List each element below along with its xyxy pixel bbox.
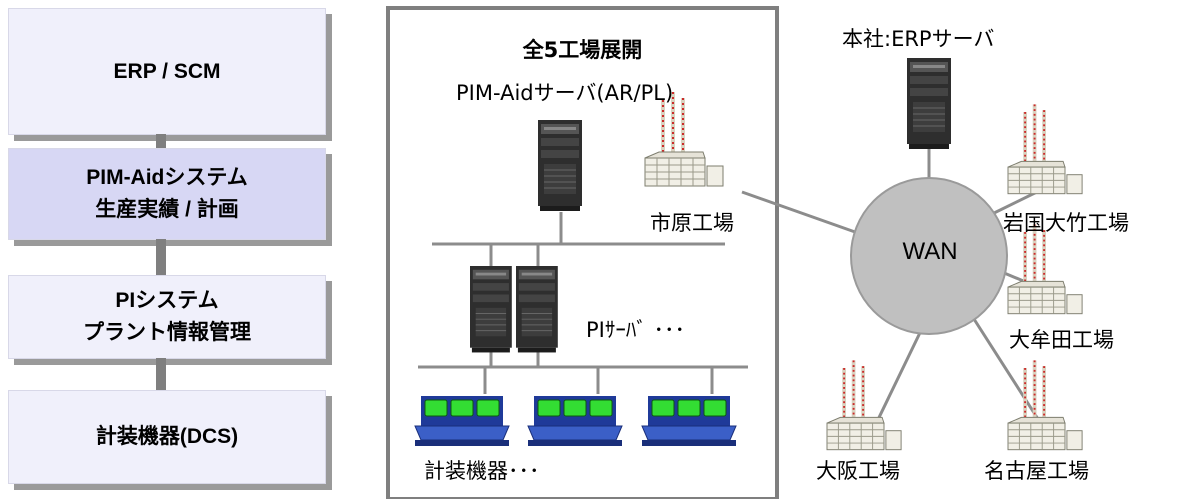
site-frame	[386, 6, 779, 499]
stack-box-dcs-line1: 計装機器(DCS)	[95, 425, 239, 448]
dcs-console-icon	[527, 395, 623, 447]
factory-label-omuta: 大牟田工場	[1009, 328, 1114, 352]
stack-box-pi-line2: プラント情報管理	[83, 321, 251, 344]
stack-connector-1	[156, 134, 166, 148]
factory-label-osaka: 大阪工場	[816, 459, 900, 483]
stack-box-pi: PIシステム プラント情報管理	[8, 275, 326, 359]
factory-icon-iwakuni	[1007, 103, 1084, 195]
pim-aid-server-icon	[537, 119, 583, 212]
stack-connector-2	[156, 239, 166, 275]
instruments-label: 計装機器･･･	[424, 459, 540, 483]
dcs-console-icon	[414, 395, 510, 447]
hq-erp-server-icon	[906, 57, 952, 150]
hq-erp-label: 本社:ERPサーバ	[842, 27, 995, 51]
factory-label-ichihara: 市原工場	[650, 211, 734, 235]
site-title: 全5工場展開	[522, 38, 643, 62]
factory-label-iwakuni: 岩国大竹工場	[1003, 211, 1129, 235]
factory-icon-nagoya	[1007, 359, 1084, 451]
stack-box-pim-aid-line1: PIM-Aidシステム	[86, 166, 248, 189]
stack-connector-3	[156, 358, 166, 390]
pi-server-icon	[515, 265, 559, 353]
pi-server-label: PIｻｰﾊﾞ ･･･	[586, 318, 686, 342]
stack-box-dcs: 計装機器(DCS)	[8, 390, 326, 484]
wan-cloud	[850, 177, 1008, 335]
dcs-console-icon	[641, 395, 737, 447]
stack-box-erp-line1: ERP / SCM	[113, 59, 221, 83]
stack-box-erp: ERP / SCM	[8, 8, 326, 135]
link-nagoya-wan	[963, 304, 1047, 431]
pim-aid-server-label: PIM-Aidサーバ(AR/PL)	[456, 81, 674, 105]
link-ichihara-wan	[741, 190, 873, 240]
stack-box-pim-aid: PIM-Aidシステム 生産実績 / 計画	[8, 148, 326, 240]
wan-label: WAN	[902, 238, 958, 265]
factory-icon-osaka	[826, 359, 903, 451]
factory-label-nagoya: 名古屋工場	[984, 459, 1089, 483]
pi-server-icon	[469, 265, 513, 353]
stack-box-pim-aid-line2: 生産実績 / 計画	[95, 198, 239, 221]
stack-box-pi-line1: PIシステム	[115, 289, 219, 312]
factory-icon-omuta	[1007, 223, 1084, 315]
